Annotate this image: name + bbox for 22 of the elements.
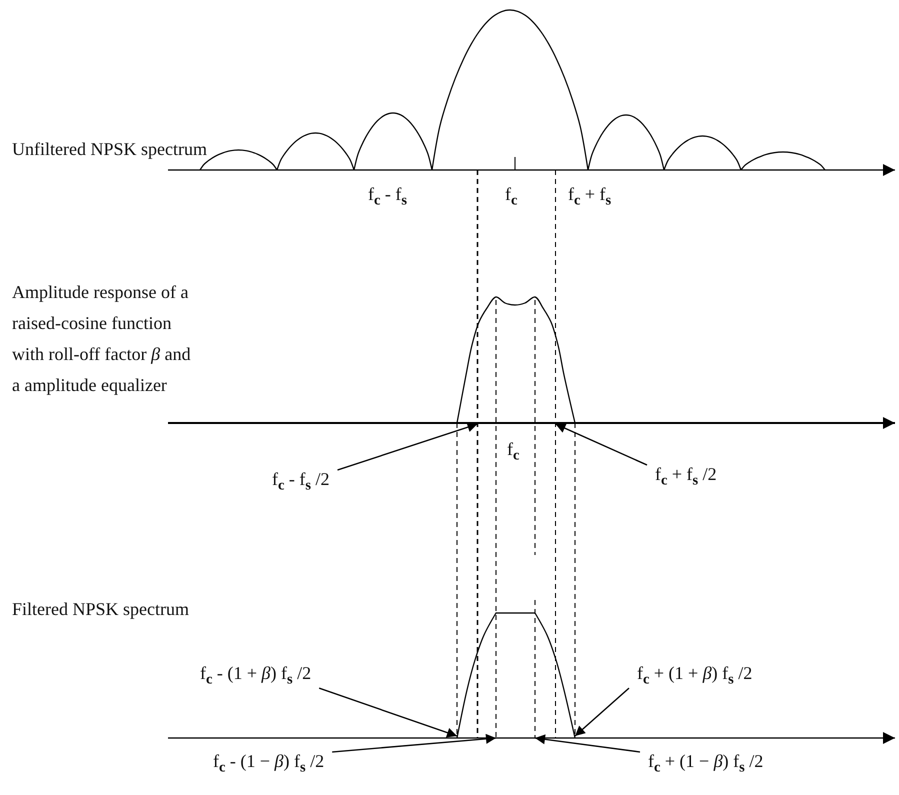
leader-arrow: [534, 734, 640, 753]
frequency-label: f$_{c}$ + f$_{s}$: [568, 185, 612, 210]
guide-line: [476, 170, 478, 738]
leader-arrow: [555, 423, 648, 466]
leader-arrow: [318, 688, 458, 738]
frequency-label: f$_{c}$ - (1 + β) f$_{s}$ /2: [200, 664, 312, 688]
frequency-label: f$_{c}$: [507, 440, 520, 464]
frequency-label: f$_{c}$ + (1 + β) f$_{s}$ /2: [637, 664, 752, 688]
section-title: Filtered NPSK spectrum: [12, 600, 189, 620]
frequency-label: f$_{c}$ + (1 − β) f$_{s}$ /2: [648, 752, 764, 776]
section-title: Unfiltered NPSK spectrum: [12, 140, 207, 160]
leader-arrow: [337, 422, 478, 471]
frequency-label: f$_{c}$ - f$_{s}$: [368, 185, 407, 210]
guide-line: [534, 300, 536, 738]
description: Amplitude response of a raised-cosine function with roll-off factor β and a amplitude equalizer: [12, 281, 192, 397]
frequency-label: f$_{c}$: [505, 185, 518, 210]
guide-line: [555, 170, 556, 738]
frequency-label: f$_{c}$ - (1 − β) f$_{s}$ /2: [213, 752, 324, 776]
leader-arrow: [332, 734, 496, 753]
frequency-label: f$_{c}$ + f$_{s}$ /2: [655, 465, 717, 490]
frequency-label: f$_{c}$ - f$_{s}$ /2: [272, 470, 330, 494]
leader-arrow: [574, 688, 630, 736]
